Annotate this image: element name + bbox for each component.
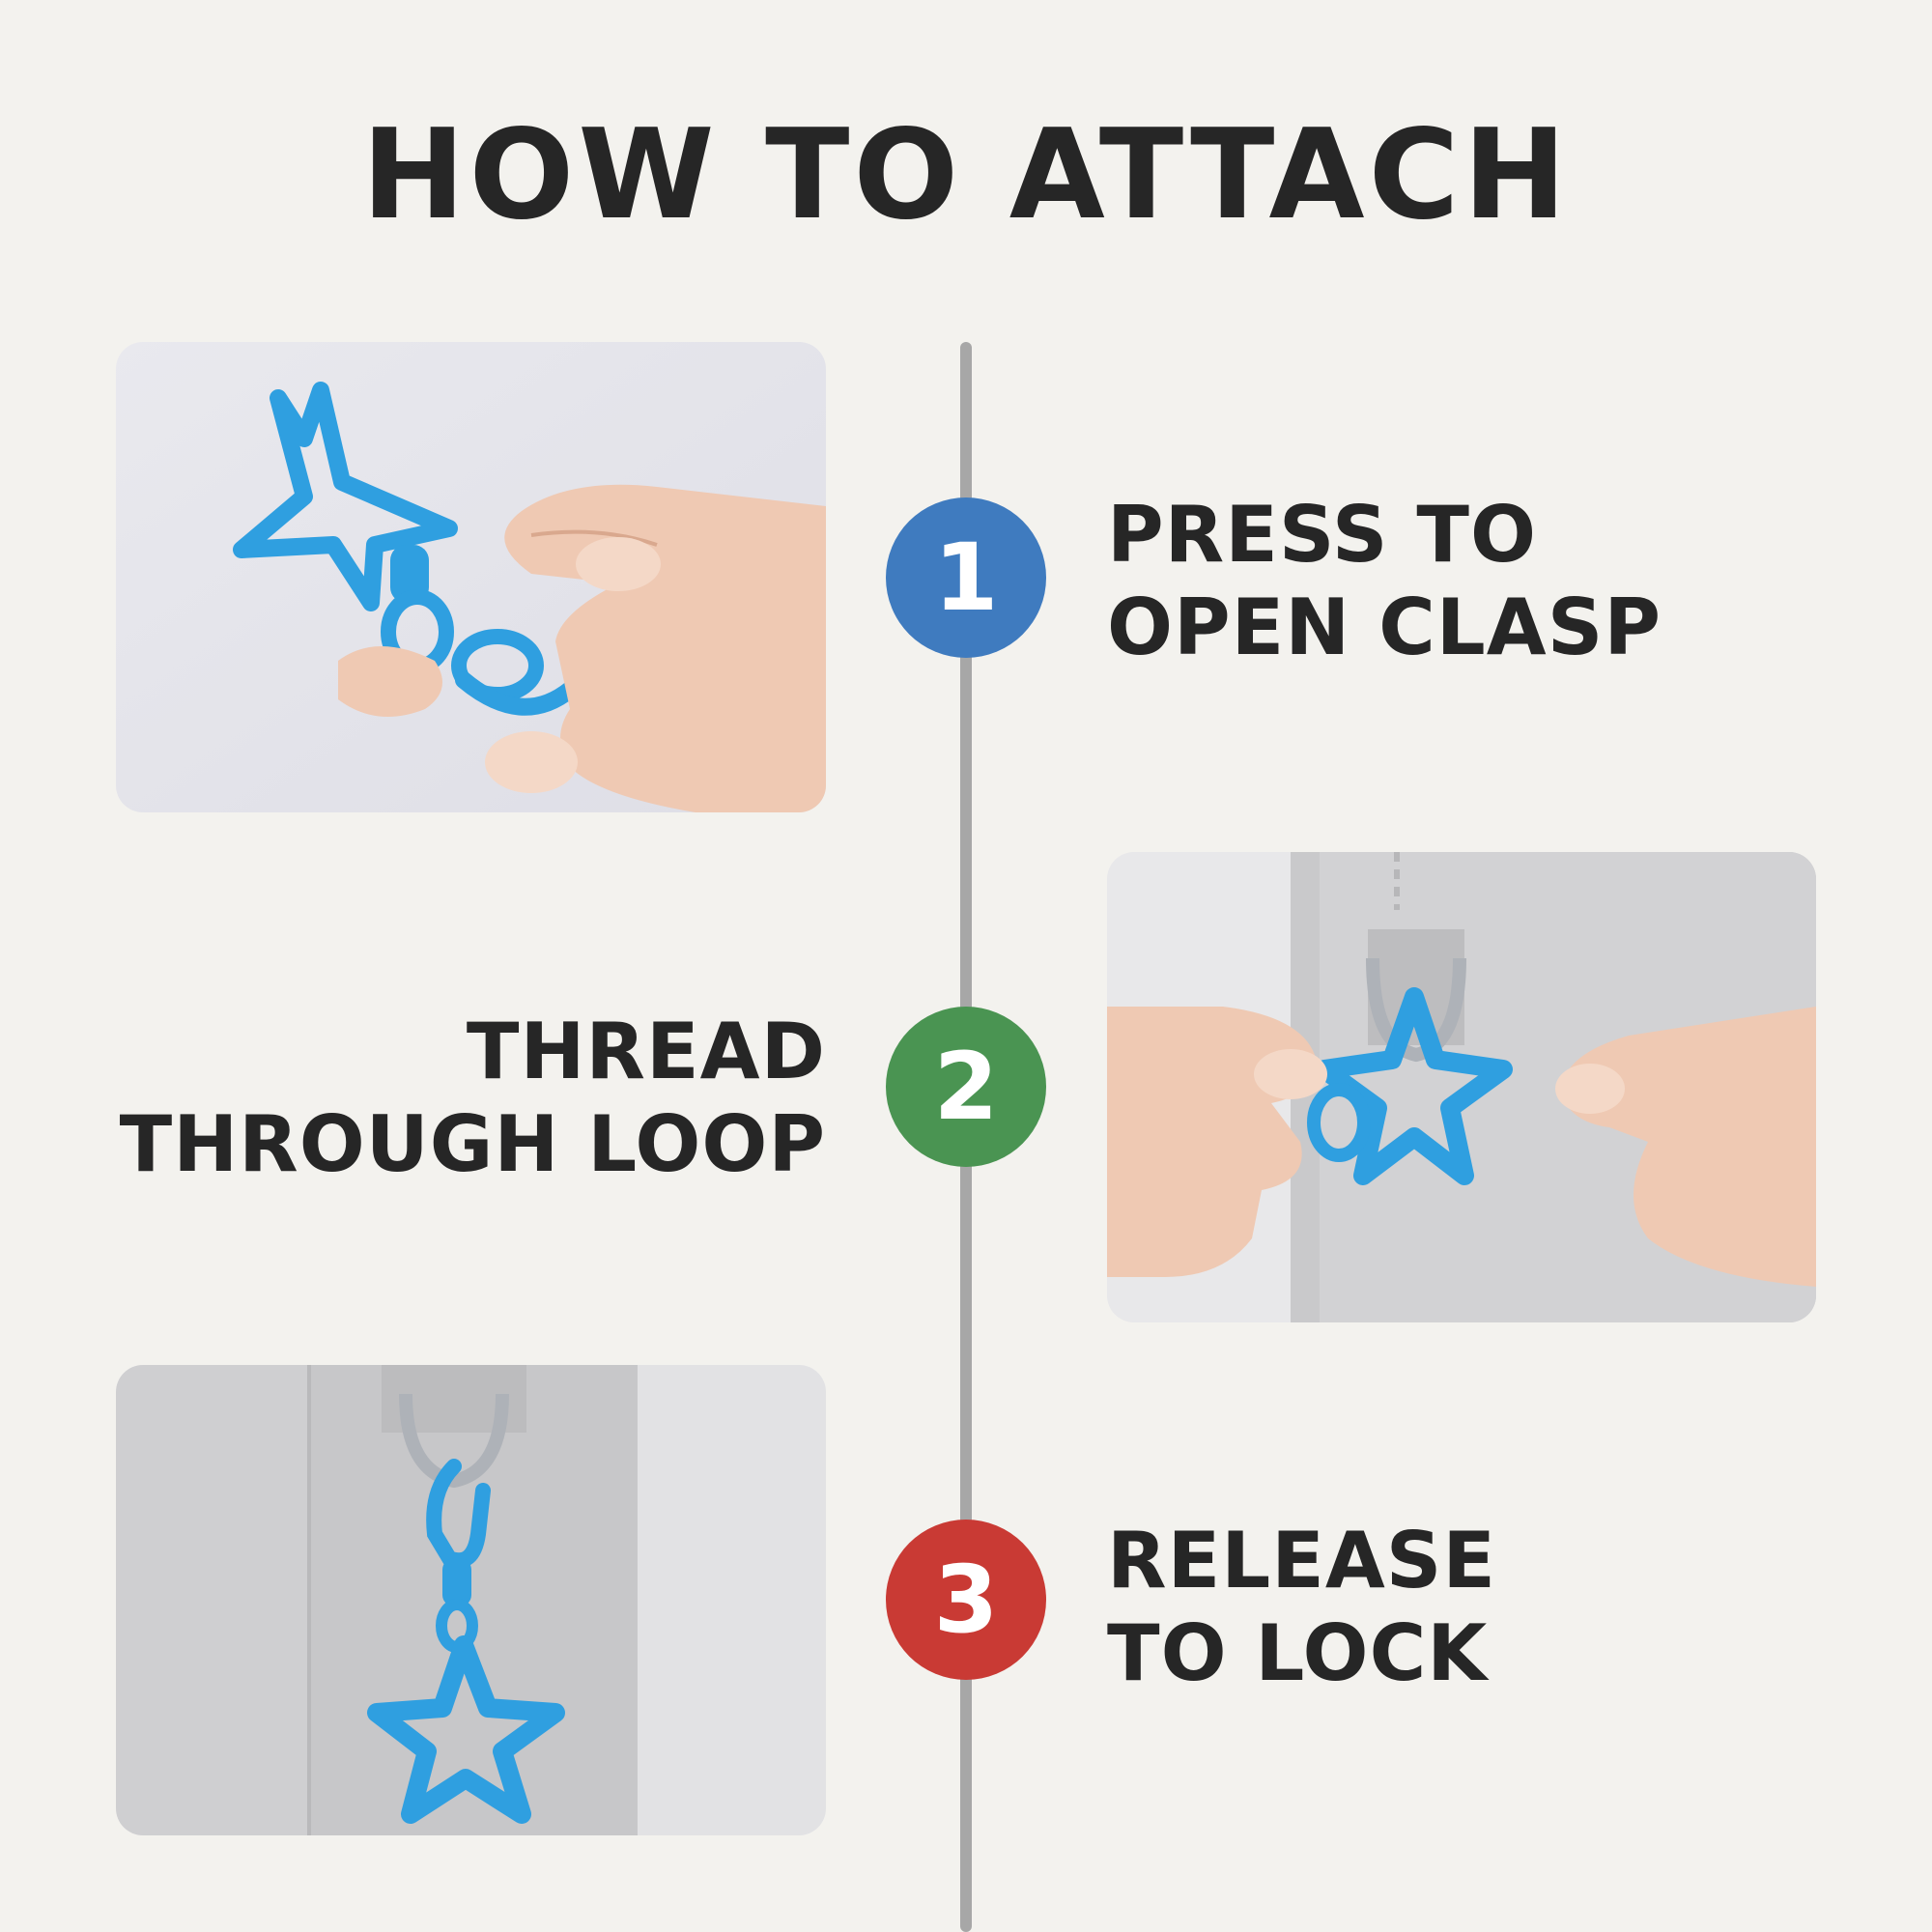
step-2-number-badge: 2 — [886, 1007, 1046, 1167]
star-clasp-icon — [367, 1635, 565, 1824]
step-1-line-1: PRESS TO — [1107, 490, 1537, 580]
star-clasp-icon — [233, 382, 458, 611]
step-2-line-2: THROUGH LOOP — [119, 1099, 826, 1189]
step-1-number-badge: 1 — [886, 497, 1046, 658]
step-3-number: 3 — [933, 1546, 999, 1654]
step-2-number: 2 — [933, 1033, 999, 1141]
step-3-line-1: RELEASE — [1107, 1516, 1497, 1605]
page-title: HOW TO ATTACH — [361, 103, 1571, 247]
step-3-photo — [116, 1365, 826, 1835]
step-1-number: 1 — [933, 524, 999, 632]
hand-pressing-clasp-illustration — [116, 342, 826, 812]
step-1-photo — [116, 342, 826, 812]
step-2-line-1: THREAD — [466, 1007, 826, 1096]
step-3-label: RELEASE TO LOCK — [1107, 1515, 1496, 1700]
star-clasp-icon — [1315, 987, 1513, 1185]
step-3-number-badge: 3 — [886, 1520, 1046, 1680]
step-1-label: PRESS TO OPEN CLASP — [1107, 489, 1662, 674]
step-2-photo — [1107, 852, 1816, 1322]
right-hand-shape — [1561, 1007, 1816, 1287]
step-2-label: THREAD THROUGH LOOP — [77, 1006, 826, 1191]
metal-ring-icon — [1366, 957, 1466, 1063]
hands-threading-clasp-illustration — [1107, 852, 1816, 1322]
step-3-line-2: TO LOCK — [1107, 1608, 1489, 1698]
metal-ring-icon — [399, 1393, 509, 1489]
clasp-hanging-on-bag-illustration — [116, 1365, 826, 1835]
step-1-line-2: OPEN CLASP — [1107, 582, 1662, 672]
